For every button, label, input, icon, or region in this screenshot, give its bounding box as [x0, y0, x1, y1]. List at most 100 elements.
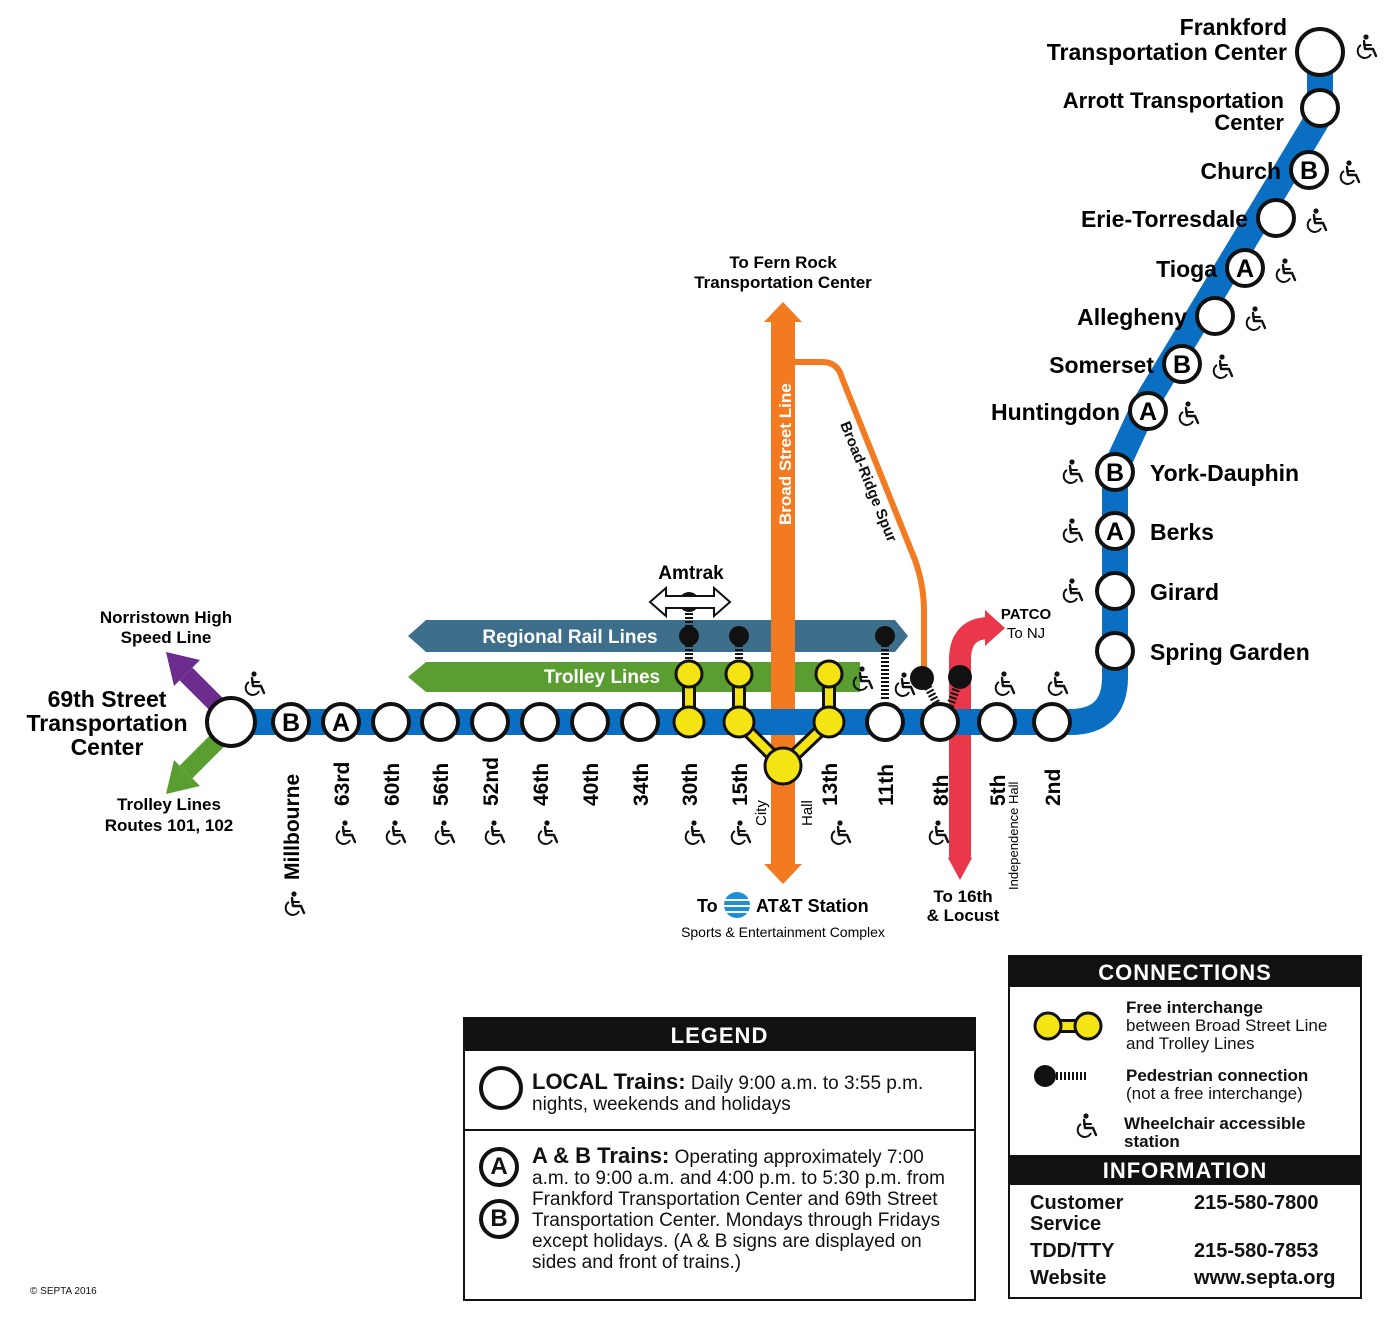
station-label-46th: 46th [530, 763, 553, 806]
svg-text:PATCO: PATCO [1001, 606, 1052, 623]
station-huntingdon: A [1128, 391, 1168, 431]
service-a-badge: A [1139, 398, 1157, 426]
station-label-13th: 13th [819, 763, 842, 806]
svg-text:69th Street: 69th Street [48, 686, 167, 712]
wheelchair-icon [1062, 577, 1084, 604]
wheelchair-icon [244, 670, 266, 697]
wheelchair-icon [994, 670, 1016, 697]
local-station-icon [479, 1066, 523, 1110]
svg-text:Trolley Lines: Trolley Lines [117, 795, 221, 814]
amtrak-label: Amtrak [658, 563, 724, 584]
wheelchair-icon [1306, 207, 1328, 234]
svg-text:To NJ: To NJ [1007, 625, 1045, 642]
station-arrott [1300, 88, 1340, 128]
station-label-2nd: 2nd [1042, 769, 1065, 806]
free-interchange-title: Free interchange [1126, 998, 1263, 1017]
regional-rail-band: Regional Rail Lines [408, 620, 908, 652]
independence-hall-label: Independence Hall [1006, 781, 1021, 890]
patco-line [948, 610, 1005, 880]
info-row-website: Website www.septa.org [1030, 1267, 1336, 1289]
station-label-56th: 56th [430, 763, 453, 806]
station-label-40th: 40th [580, 763, 603, 806]
station-spring-garden [1095, 631, 1135, 671]
wheelchair-icon [1062, 517, 1084, 544]
svg-text:To Fern Rock: To Fern Rock [729, 253, 837, 272]
service-b-badge: B [282, 709, 300, 737]
wheelchair-icon [928, 819, 950, 846]
station-label-tioga: Tioga [1156, 256, 1217, 282]
station-label-church: Church [1201, 158, 1282, 184]
station-somerset: B [1162, 344, 1202, 384]
legend-local-row: LOCAL Trains: Daily 9:00 a.m. to 3:55 p.… [465, 1053, 974, 1131]
information-title: INFORMATION [1010, 1155, 1360, 1185]
station-13th [812, 705, 846, 739]
svg-text:Norristown High: Norristown High [100, 608, 232, 627]
wheelchair-icon [1275, 257, 1297, 284]
legend-local-title: LOCAL Trains: [532, 1069, 686, 1094]
svg-text:Arrott Transportation: Arrott Transportation [1063, 88, 1284, 113]
wheelchair-icon [1212, 353, 1234, 380]
wheelchair-icon [1339, 159, 1361, 186]
service-b-badge: B [1173, 351, 1191, 379]
svg-text:Frankford: Frankford [1180, 14, 1287, 40]
svg-text:Sports & Entertainment Complex: Sports & Entertainment Complex [681, 924, 885, 940]
station-63rd: A [321, 702, 361, 742]
svg-text:Transportation Center: Transportation Center [694, 273, 872, 292]
wheelchair-icon [1047, 670, 1069, 697]
station-millbourne: B [271, 702, 311, 742]
att-station-label: To AT&T Station Sports & Entertainment C… [681, 892, 885, 940]
svg-text:Transportation Center: Transportation Center [1047, 39, 1287, 65]
to-16th-label: To 16th & Locust [927, 887, 1000, 925]
wheelchair-icon [537, 819, 559, 846]
pedestrian-connection-title: Pedestrian connection [1126, 1066, 1309, 1085]
connections-icons [1033, 1011, 1103, 1087]
broad-street-line: Broad Street Line Broad-Ridge Spur [764, 302, 927, 884]
service-a-badge: A [332, 709, 350, 737]
svg-text:Center: Center [71, 734, 144, 760]
svg-text:Transportation: Transportation [26, 710, 187, 736]
station-label-somerset: Somerset [1049, 352, 1154, 378]
info-row-customer-service: Customer Service 215-580-7800 [1030, 1192, 1319, 1235]
wheelchair-icon [1356, 33, 1378, 60]
station-label-millbourne: Millbourne [281, 774, 304, 880]
trolley-routes-label: Trolley Lines Routes 101, 102 [105, 795, 234, 835]
station-52nd [470, 702, 510, 742]
fern-rock-label: To Fern Rock Transportation Center [694, 253, 872, 292]
regional-rail-label: Regional Rail Lines [482, 627, 657, 648]
station-berks: A [1095, 511, 1135, 551]
svg-text:To: To [697, 896, 718, 916]
connections-title: CONNECTIONS [1010, 957, 1360, 987]
station-church: B [1289, 150, 1329, 190]
station-label-erie-torresdale: Erie-Torresdale [1081, 206, 1248, 232]
wheelchair-icon [1178, 400, 1200, 427]
route-map: Regional Rail Lines Trolley Lines Broad … [26, 14, 1378, 940]
station-2nd [1032, 702, 1072, 742]
arrott-label: Arrott Transportation Center [1063, 88, 1285, 135]
station-label-5th: 5th [987, 775, 1010, 807]
wheelchair-icon [335, 819, 357, 846]
wheelchair-icon [1062, 458, 1084, 485]
station-56th [420, 702, 460, 742]
legend-box: LEGEND LOCAL Trains: Daily 9:00 a.m. to … [463, 1017, 976, 1301]
station-69th-street-transportation-center [205, 696, 257, 748]
station-label-allegheny: Allegheny [1077, 304, 1187, 330]
station-label-60th: 60th [381, 763, 404, 806]
svg-text:Speed Line: Speed Line [121, 628, 212, 647]
wheelchair-icon [434, 819, 456, 846]
service-b-badge: B [1300, 157, 1318, 185]
station-60th [371, 702, 411, 742]
station-11th [865, 702, 905, 742]
wheelchair-icon [484, 819, 506, 846]
station-label-34th: 34th [630, 763, 653, 806]
svg-text:AT&T Station: AT&T Station [756, 896, 869, 916]
wheelchair-text: Wheelchair accessible station [1124, 1114, 1306, 1151]
legend-title: LEGEND [465, 1019, 974, 1051]
station-label-11th: 11th [875, 764, 898, 806]
trolley-lines-label: Trolley Lines [544, 667, 660, 688]
station-erie-torresdale [1256, 198, 1296, 238]
station-york-dauphin: B [1095, 452, 1135, 492]
city-label: City [753, 800, 770, 826]
station-34th [620, 702, 660, 742]
info-row-tdd: TDD/TTY 215-580-7853 [1030, 1240, 1319, 1262]
